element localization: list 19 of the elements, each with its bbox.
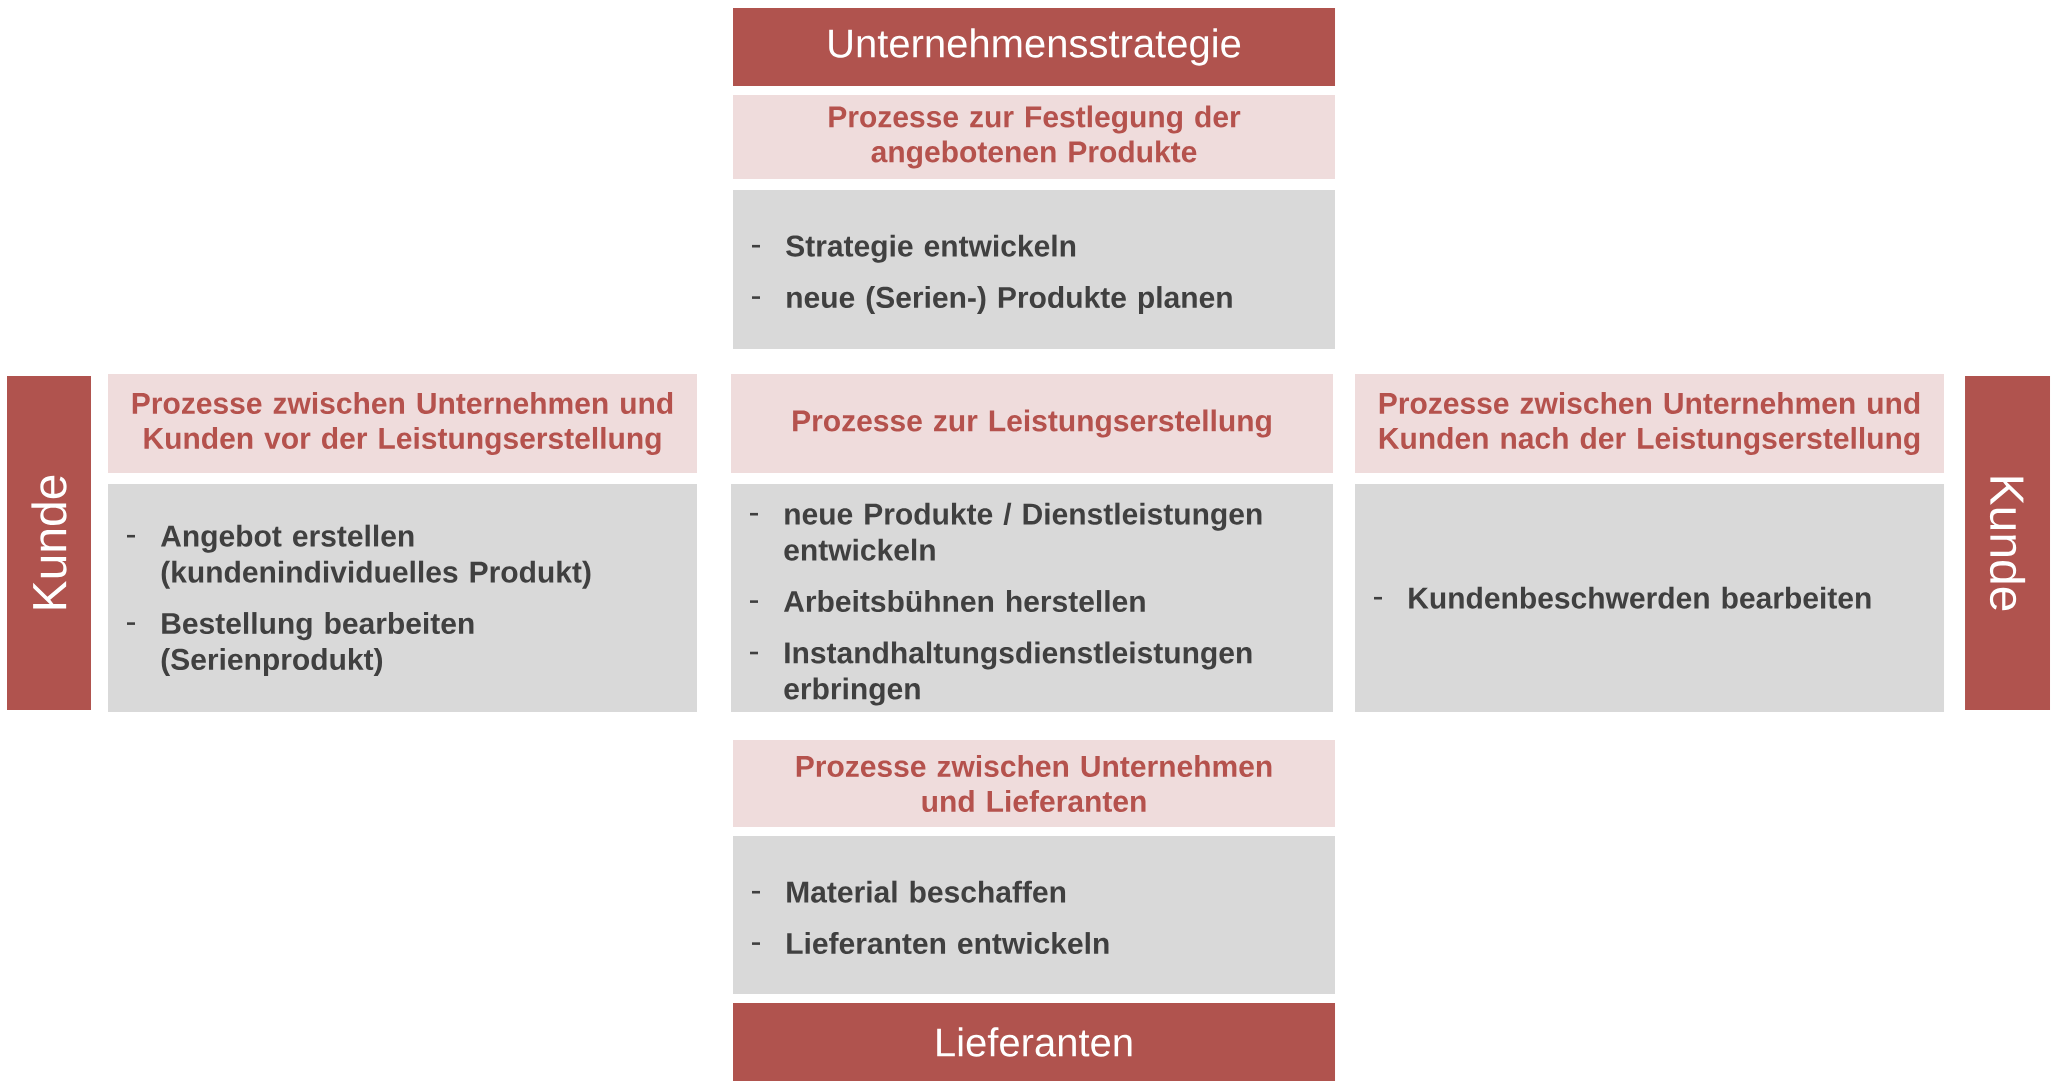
list-item: Material beschaffen [787,880,1066,903]
list-item: Lieferanten entwickeln [787,932,1109,955]
section-header: Prozesse zur Leistungserstellung [731,374,1333,473]
list-item: Kundenbeschwerden bearbeiten [1409,586,1871,609]
heading-band: Unternehmensstrategie [733,8,1335,86]
section-header: Prozesse zwischen Unternehmen und Kunden vor der Leistungserstellung [108,374,697,473]
heading-band: Lieferanten [733,1003,1335,1081]
list-item: Instandhaltungsdienstleistungen erbringen [784,641,1252,706]
list-item: Bestellung bearbeiten (Serienprodukt) [161,612,474,677]
list-item: Arbeitsbühnen herstellen [783,590,1145,613]
section-header: Prozesse zwischen Unternehmen und Lieferanten [733,740,1335,827]
list-item: Strategie entwickeln [786,234,1076,263]
list-item: neue (Serien-) Produkte planen [787,286,1232,315]
side-band: Kunde [1965,376,2051,710]
list-item: neue Produkte / Dienstleistungen entwickeln [784,502,1262,561]
section-header: Prozesse zur Festlegung der angebotenen Produkte [733,95,1335,179]
section-header: Prozesse zwischen Unternehmen und Kunden nach der Leistungserstellung [1355,374,1944,473]
list-item: Angebot erstellen (kundenindividuelles Produkt) [160,524,591,589]
side-band: Kunde [7,376,91,710]
